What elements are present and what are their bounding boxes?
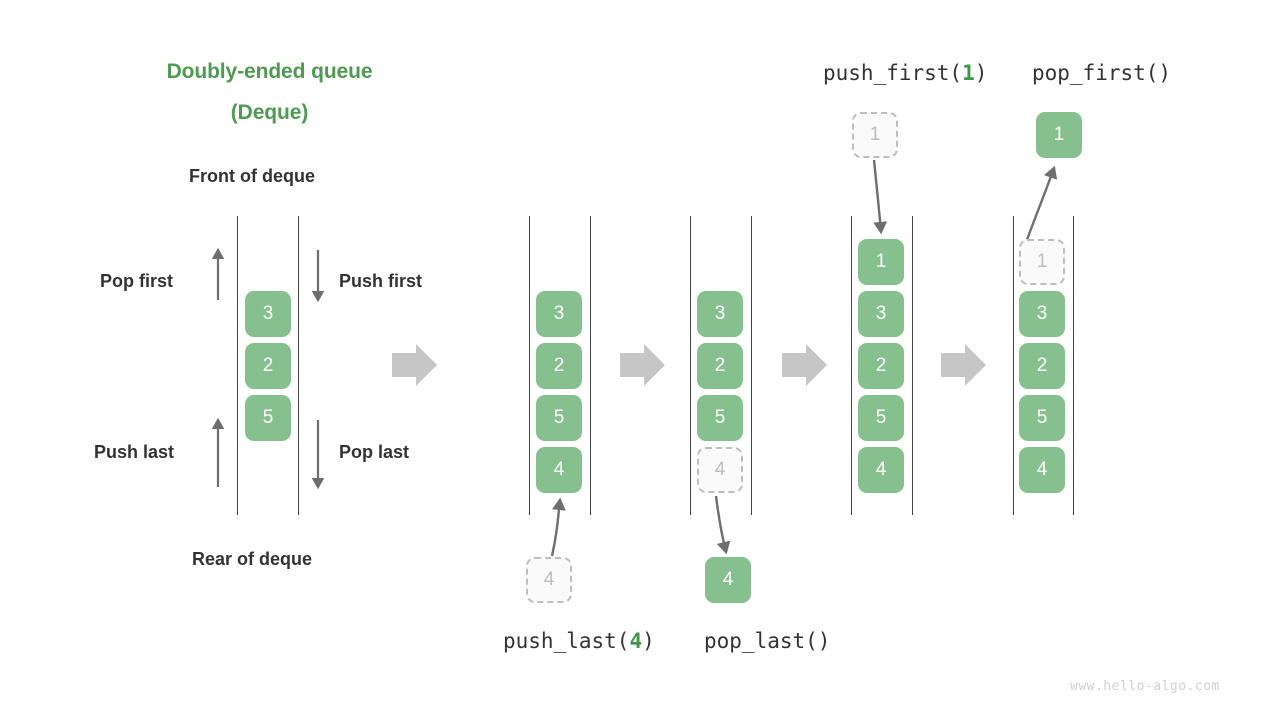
watermark: www.hello-algo.com — [1070, 679, 1220, 694]
push-last-operation-name: push_last( — [503, 629, 630, 653]
flow-arrow-push-first — [872, 159, 888, 235]
transition-arrow-3 — [782, 344, 827, 386]
deque-item-removed: 1 — [1019, 239, 1065, 285]
pop-first-label: Pop first — [100, 271, 174, 291]
deque-item: 2 — [1019, 343, 1065, 389]
push-last-label: Push last — [94, 442, 175, 462]
deque-rail-left — [690, 216, 691, 515]
push-last-operation-close: ) — [642, 629, 655, 653]
deque-item: 3 — [245, 291, 291, 337]
deque-item: 2 — [536, 343, 582, 389]
deque-item: 4 — [1019, 447, 1065, 493]
transition-arrow-2 — [620, 344, 665, 386]
deque-item-removed: 4 — [697, 447, 743, 493]
deque-item: 2 — [697, 343, 743, 389]
deque-rail-left — [1013, 216, 1014, 515]
deque-item: 4 — [858, 447, 904, 493]
deque-rail-right — [590, 216, 591, 515]
push-first-operation-name: push_first( — [823, 61, 963, 85]
floating-item-pop-first: 1 — [1036, 112, 1082, 158]
pop-first-operation: pop_first() — [1032, 61, 1172, 85]
deque-item: 3 — [697, 291, 743, 337]
push-last-operation-arg: 4 — [629, 629, 643, 653]
deque-item: 3 — [536, 291, 582, 337]
front-of-deque-label: Front of deque — [189, 166, 315, 186]
deque-item: 1 — [858, 239, 904, 285]
deque-rail-right — [912, 216, 913, 515]
deque-rail-right — [751, 216, 752, 515]
push-first-label: Push first — [339, 271, 423, 291]
deque-item: 3 — [1019, 291, 1065, 337]
pop-last-label: Pop last — [339, 442, 410, 462]
transition-arrow-4 — [941, 344, 986, 386]
deque-item: 5 — [536, 395, 582, 441]
deque-item: 5 — [245, 395, 291, 441]
flow-arrow-pop-last — [714, 495, 731, 555]
page-title-line2: (Deque) — [230, 101, 309, 124]
flow-arrow-push-last — [550, 497, 566, 557]
floating-item-pop-last: 4 — [705, 557, 751, 603]
push-first-operation-arg: 1 — [962, 61, 975, 85]
pop-last-operation: pop_last() — [704, 629, 831, 653]
deque-item: 5 — [858, 395, 904, 441]
deque-item: 3 — [858, 291, 904, 337]
deque-rail-right — [1073, 216, 1074, 515]
deque-item: 5 — [697, 395, 743, 441]
deque-rail-left — [851, 216, 852, 515]
transition-arrow-1 — [392, 344, 437, 386]
deque-item: 2 — [245, 343, 291, 389]
push-first-operation: push_first(1) — [823, 61, 987, 85]
deque-rail-right — [298, 216, 299, 515]
deque-rail-left — [529, 216, 530, 515]
deque-item: 2 — [858, 343, 904, 389]
page-title-line1: Doubly-ended queue — [166, 60, 373, 83]
floating-item-push-first: 1 — [852, 112, 898, 158]
push-first-operation-close: ) — [974, 61, 988, 85]
push-last-operation: push_last(4) — [503, 629, 655, 653]
deque-item: 4 — [536, 447, 582, 493]
rear-of-deque-label: Rear of deque — [192, 549, 313, 569]
floating-item-push-last: 4 — [526, 557, 572, 603]
flow-arrow-pop-first — [1022, 165, 1058, 249]
deque-item: 5 — [1019, 395, 1065, 441]
deque-rail-left — [237, 216, 238, 515]
